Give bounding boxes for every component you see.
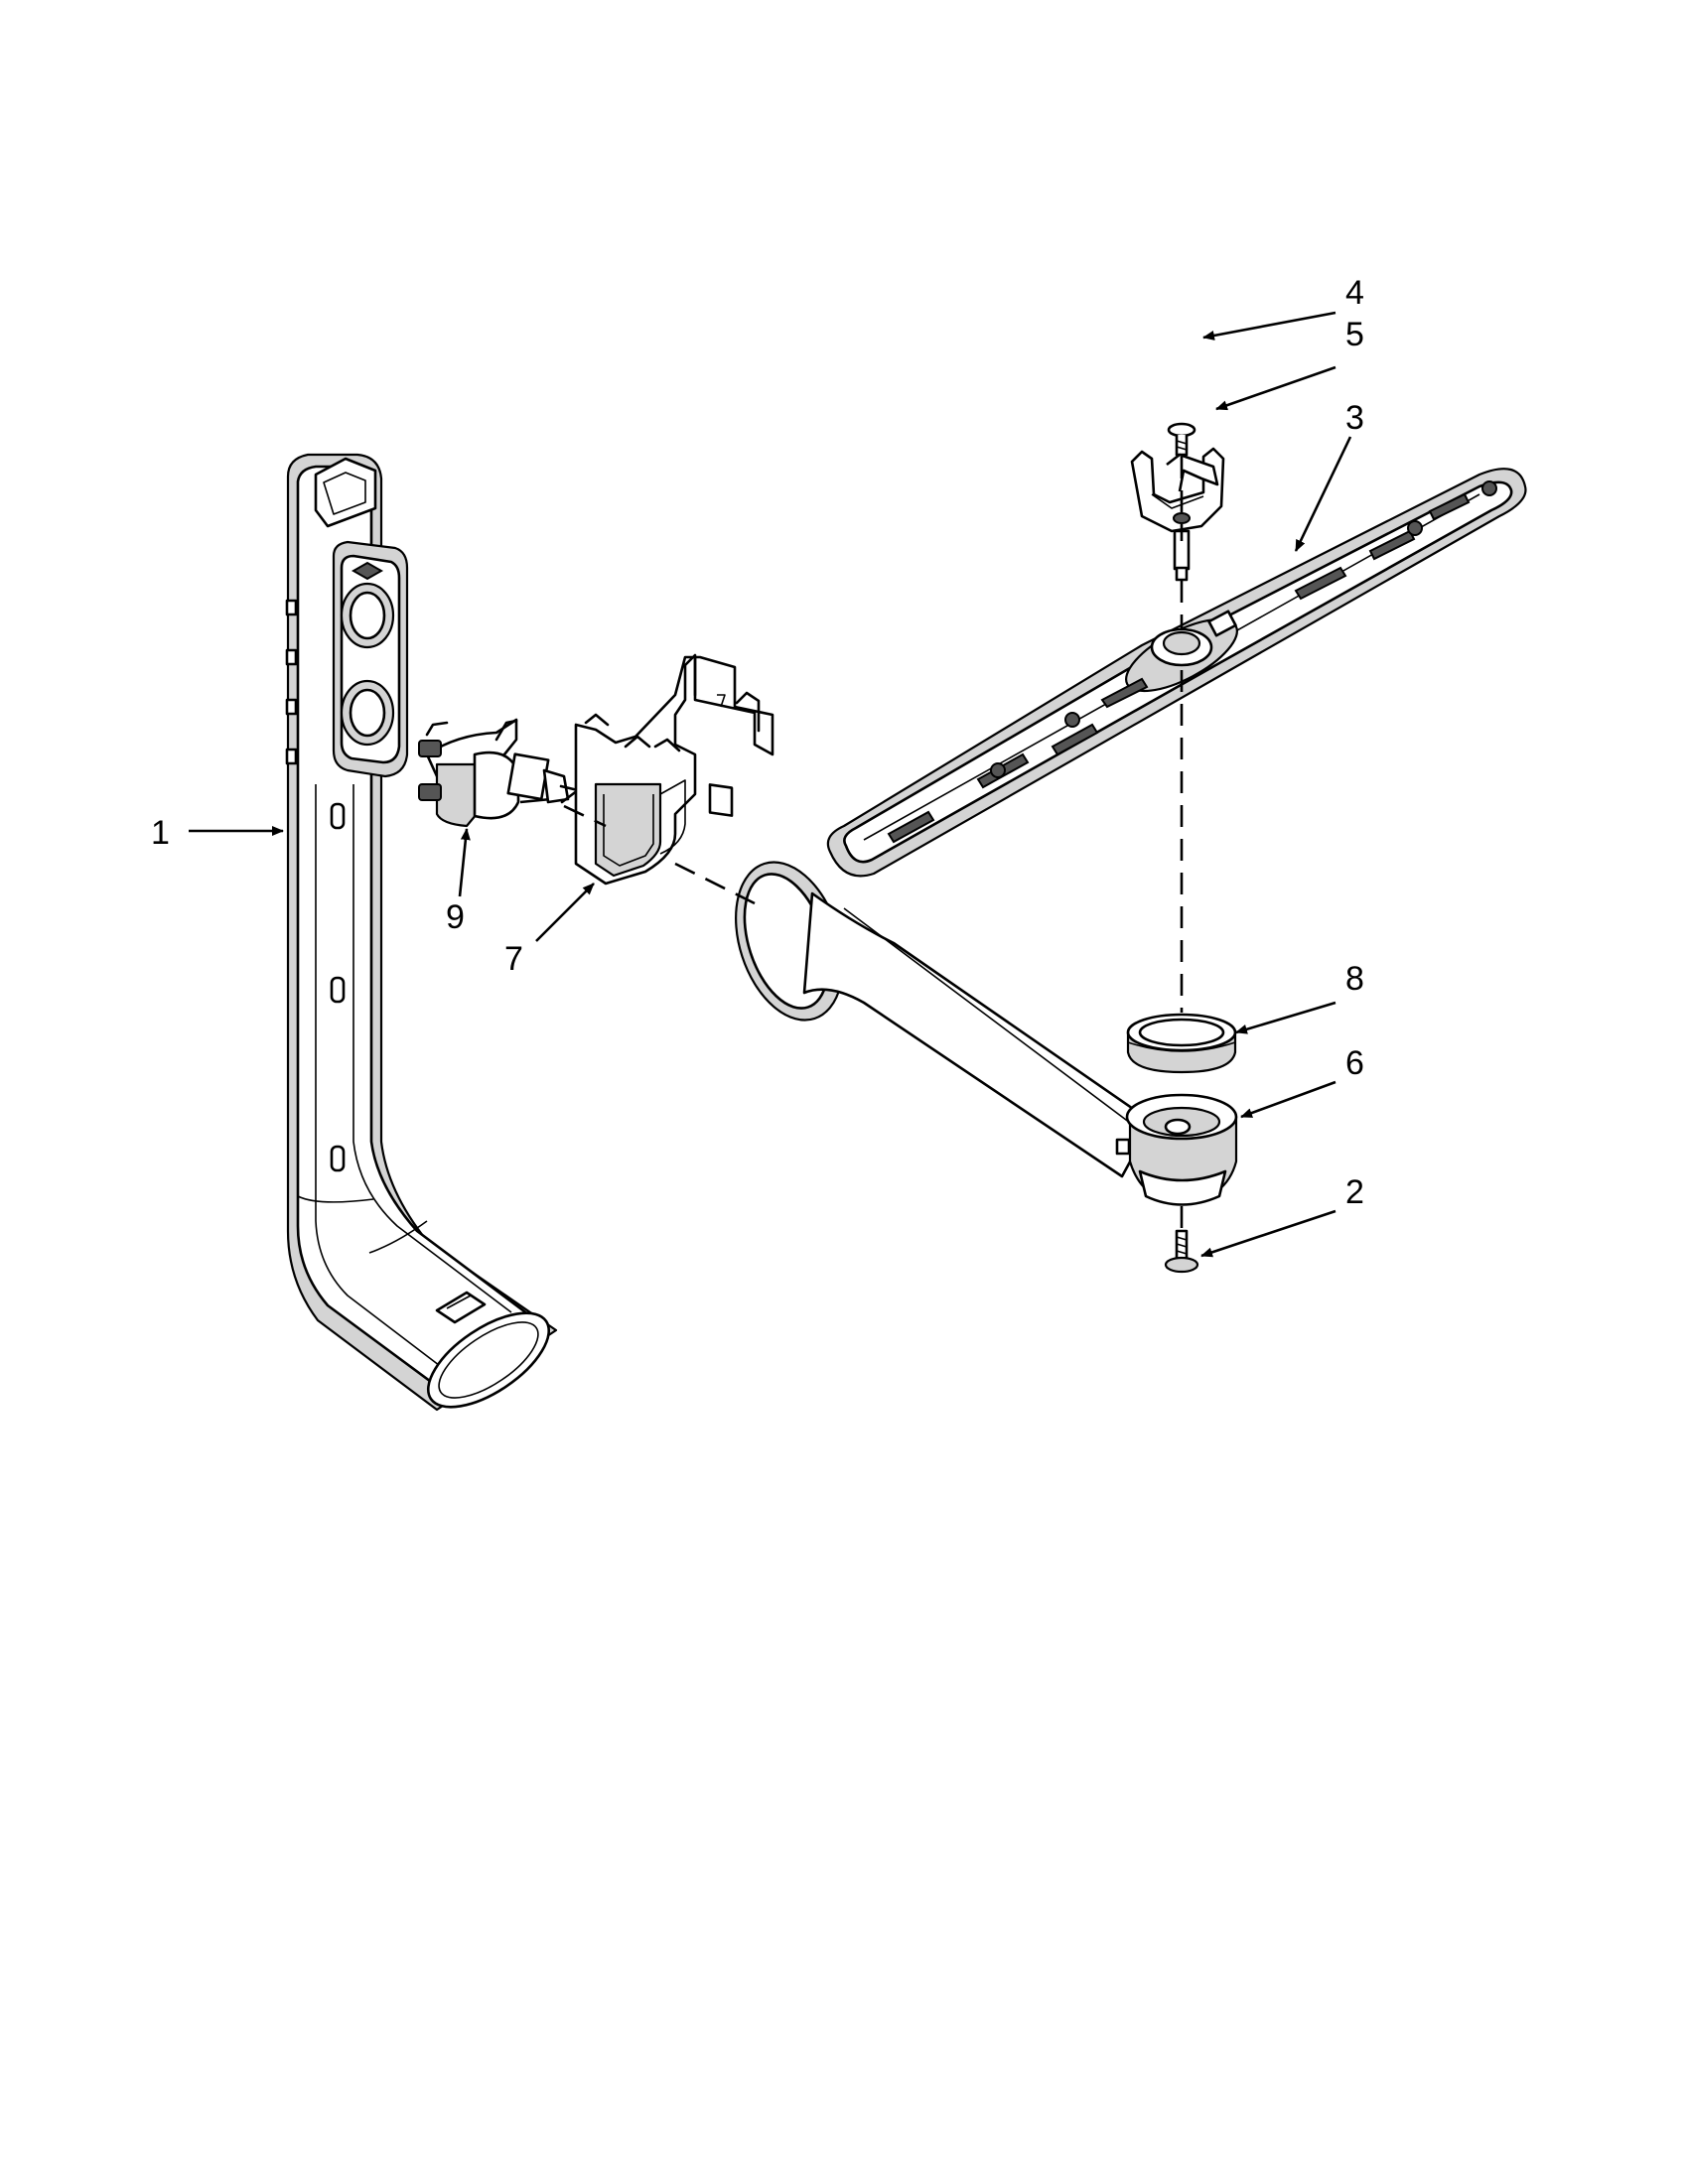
callout-6: 6 — [1345, 1044, 1364, 1082]
callout-numbers: 1 2 3 4 5 6 7 8 9 — [151, 274, 1364, 1211]
supply-tube-part — [285, 453, 558, 1412]
callout-9: 9 — [446, 898, 465, 936]
callout-5: 5 — [1345, 316, 1364, 353]
diverter-valve-part — [418, 718, 580, 828]
manifold-conduit-part — [735, 861, 1238, 1206]
callout-4: 4 — [1345, 274, 1364, 312]
callout-7: 7 — [504, 940, 523, 978]
spray-arm-nozzles — [887, 480, 1497, 844]
mounting-bracket-part — [574, 653, 774, 886]
seal-ring-part — [1126, 1013, 1237, 1074]
leader-arrows — [189, 311, 1352, 1258]
spray-arm-part — [826, 468, 1527, 878]
callout-3: 3 — [1345, 399, 1364, 437]
assembly-lines — [563, 457, 1184, 1231]
callout-2: 2 — [1345, 1173, 1364, 1211]
retainer-clip-part — [1130, 447, 1225, 582]
bottom-screw-part — [1164, 1229, 1199, 1274]
callout-8: 8 — [1345, 960, 1364, 998]
top-screw-part — [1167, 422, 1196, 457]
callout-1: 1 — [151, 814, 170, 852]
